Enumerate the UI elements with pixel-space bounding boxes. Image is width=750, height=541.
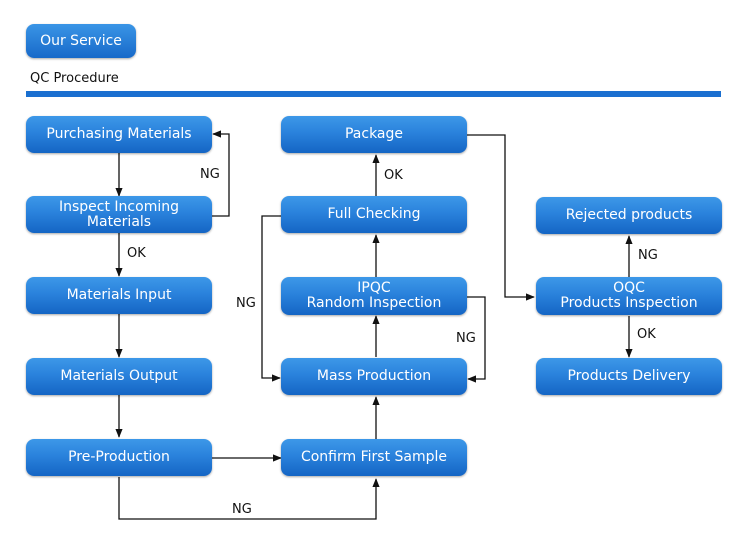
node-mass-production: Mass Production <box>281 358 467 395</box>
arrow-inspect-ng-to-purchasing <box>211 130 230 217</box>
header-divider <box>26 91 721 97</box>
node-ipqc-random-inspection: IPQC Random Inspection <box>281 277 467 315</box>
label-oqc-ng: NG <box>638 248 658 263</box>
node-oqc-products-inspection: OQC Products Inspection <box>536 277 722 315</box>
node-package: Package <box>281 116 467 153</box>
node-purchasing-materials: Purchasing Materials <box>26 116 212 153</box>
label-pre-production-ng: NG <box>232 502 252 517</box>
node-rejected-products: Rejected products <box>536 197 722 234</box>
arrow-ipqc-ng-to-mass <box>466 296 486 383</box>
label-incoming-ng: NG <box>200 167 220 182</box>
label-oqc-ok: OK <box>637 327 656 342</box>
node-materials-output: Materials Output <box>26 358 212 395</box>
our-service-button[interactable]: Our Service <box>26 24 136 58</box>
arrow-full-ng-to-mass <box>261 215 281 382</box>
label-incoming-ok: OK <box>127 246 146 261</box>
label-package-ok: OK <box>384 168 403 183</box>
label-full-checking-ng: NG <box>236 296 256 311</box>
node-materials-input: Materials Input <box>26 277 212 314</box>
node-full-checking: Full Checking <box>281 196 467 233</box>
arrow-preproduction-ng-to-confirm <box>118 477 380 520</box>
node-pre-production: Pre-Production <box>26 439 212 476</box>
arrow-package-to-oqc <box>466 134 535 301</box>
node-inspect-incoming-materials: Inspect Incoming Materials <box>26 196 212 233</box>
label-ipqc-ng: NG <box>456 331 476 346</box>
page-subtitle: QC Procedure <box>30 71 119 86</box>
node-confirm-first-sample: Confirm First Sample <box>281 439 467 476</box>
node-products-delivery: Products Delivery <box>536 358 722 395</box>
